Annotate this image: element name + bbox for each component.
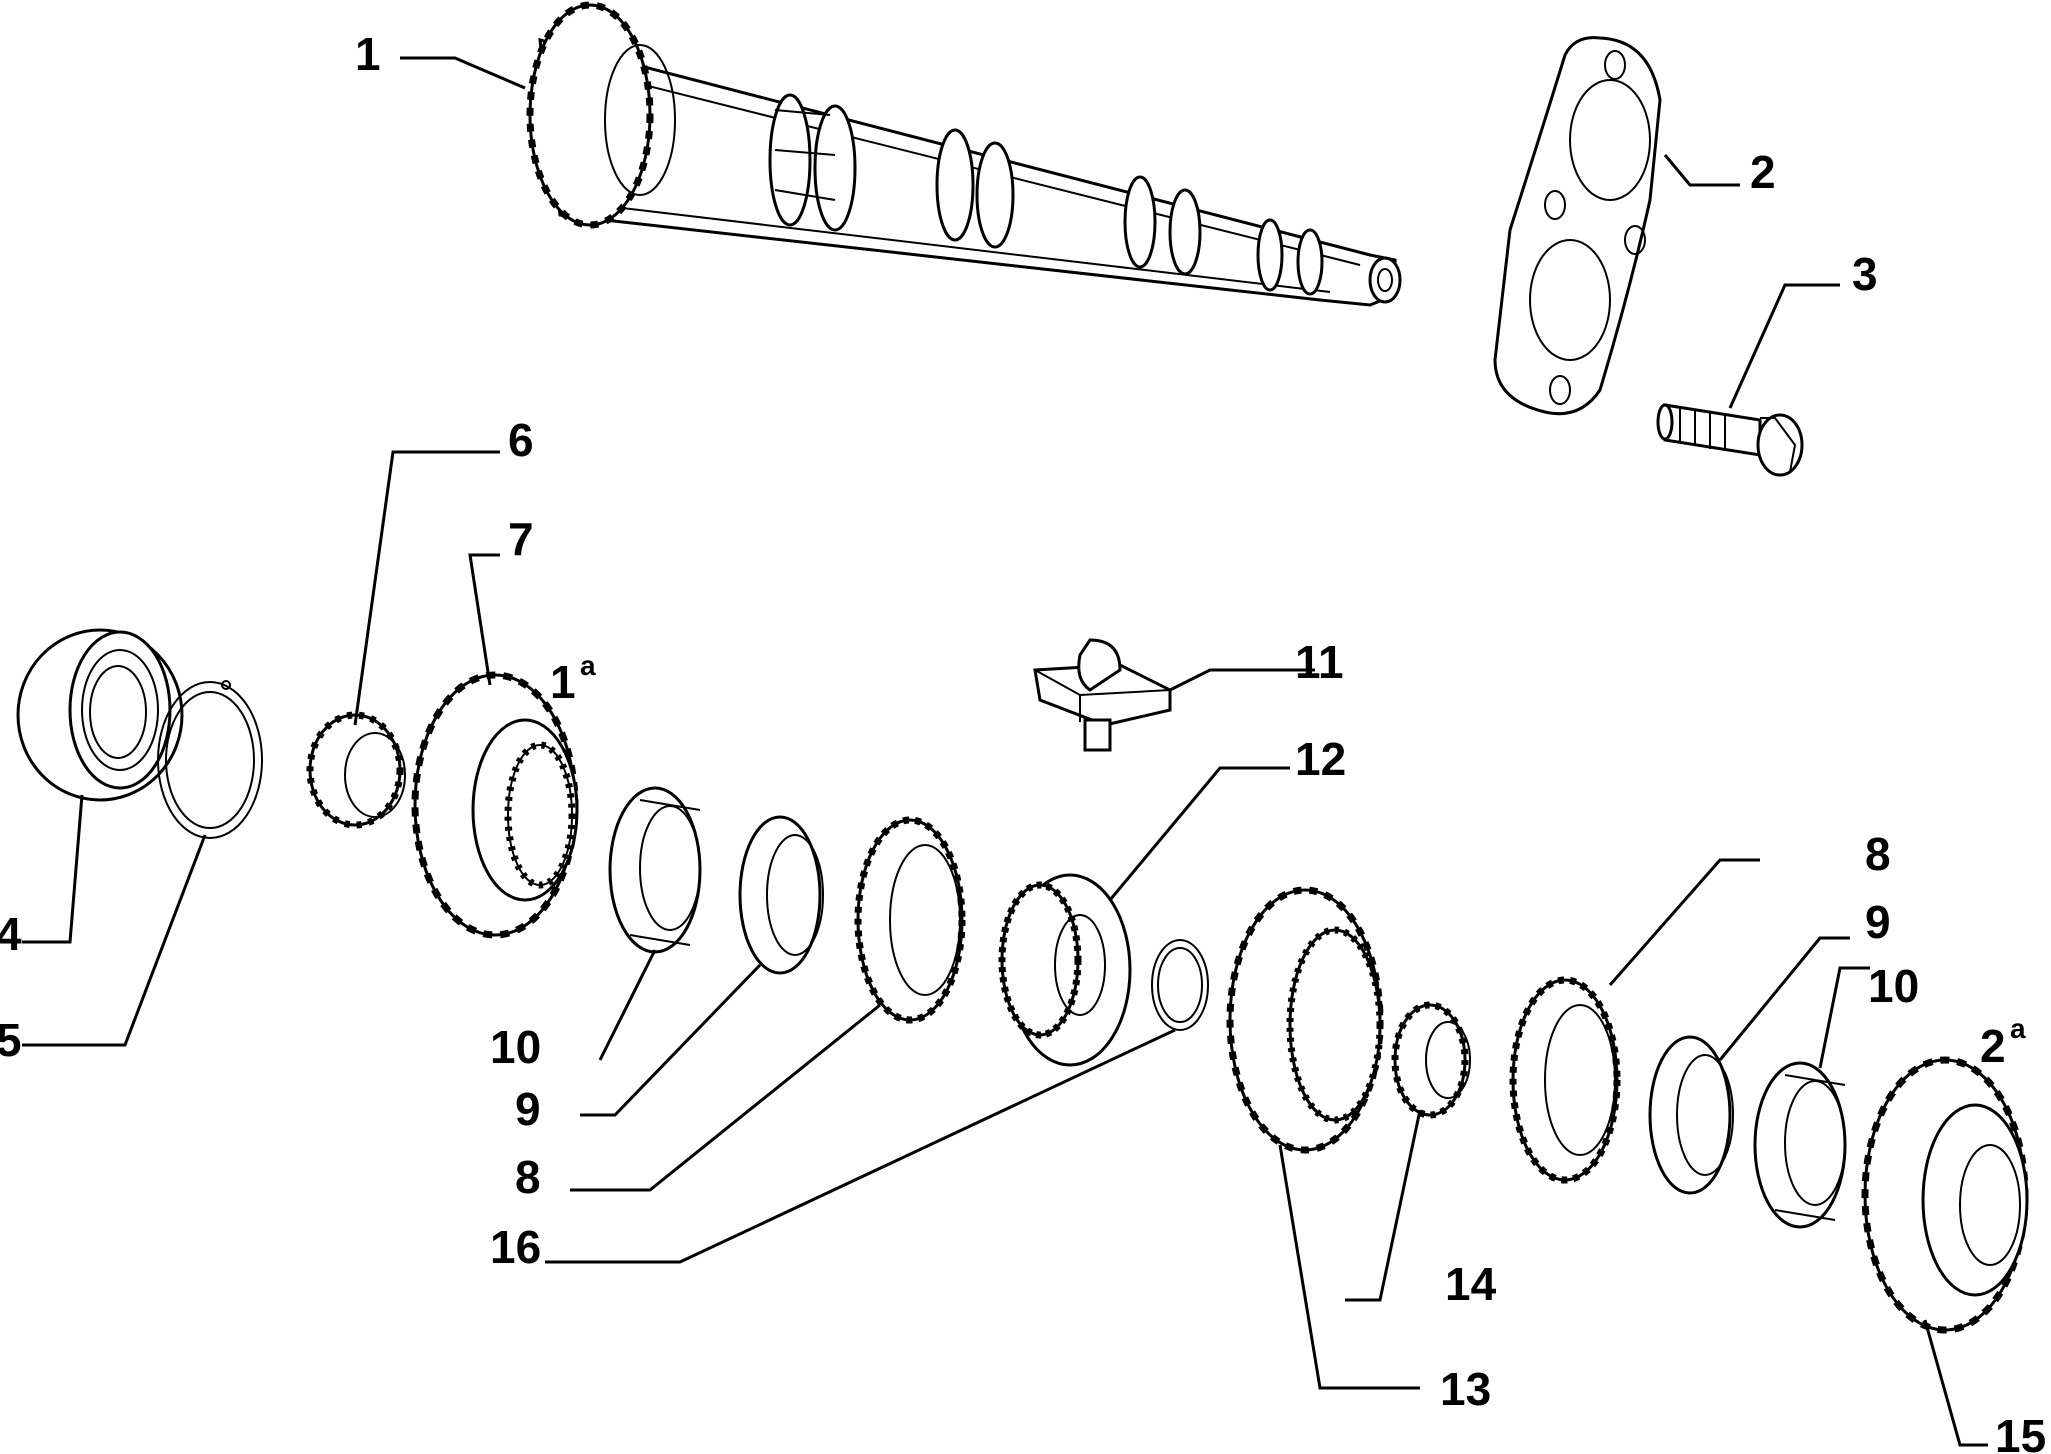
snap-ring bbox=[1151, 939, 1209, 1031]
svg-text:1: 1 bbox=[550, 656, 576, 708]
needle-bearing-1 bbox=[306, 711, 406, 829]
label-part-5: 5 bbox=[0, 1014, 22, 1066]
label-part-16: 16 bbox=[490, 1221, 541, 1273]
shift-insert bbox=[1033, 638, 1172, 752]
label-part-12: 12 bbox=[1295, 733, 1346, 785]
synchro-hub bbox=[998, 873, 1132, 1067]
svg-text:a: a bbox=[2010, 1013, 2026, 1044]
synchro-cone-2 bbox=[1753, 1061, 1847, 1229]
label-part-4: 4 bbox=[0, 908, 22, 960]
second-gear-mark: 2 a bbox=[1980, 1013, 2026, 1072]
cover-plate bbox=[1493, 36, 1662, 416]
svg-text:2: 2 bbox=[1980, 1020, 2006, 1072]
synchro-ring-2 bbox=[1509, 976, 1621, 1184]
first-speed-gear bbox=[411, 671, 579, 939]
svg-text:a: a bbox=[580, 650, 596, 681]
main-shaft bbox=[526, 1, 1402, 307]
synchro-ring-1 bbox=[854, 816, 966, 1024]
sliding-sleeve bbox=[1226, 886, 1384, 1154]
label-part-6: 6 bbox=[508, 414, 534, 466]
label-part-15: 15 bbox=[1995, 1410, 2046, 1454]
label-part-9-right: 9 bbox=[1865, 896, 1891, 948]
synchro-cone-1 bbox=[608, 786, 702, 954]
shaft-spline-3 bbox=[1123, 175, 1202, 276]
shaft-spline-1 bbox=[768, 93, 857, 232]
needle-bearing-2 bbox=[1391, 1001, 1471, 1119]
label-part-13: 13 bbox=[1440, 1363, 1491, 1415]
bolt bbox=[1656, 403, 1804, 477]
ball-bearing bbox=[16, 628, 184, 802]
inner-ring-1 bbox=[738, 815, 824, 975]
label-part-9-left: 9 bbox=[515, 1083, 541, 1135]
label-part-8-left: 8 bbox=[515, 1151, 541, 1203]
first-gear-mark: 1 a bbox=[550, 650, 596, 708]
label-part-10-right: 10 bbox=[1868, 960, 1919, 1012]
shaft-spline-4 bbox=[1256, 218, 1324, 296]
second-speed-gear bbox=[1861, 1056, 2029, 1334]
circlip bbox=[157, 680, 263, 839]
shaft-spline-2 bbox=[935, 128, 1015, 249]
label-part-2: 2 bbox=[1750, 146, 1776, 198]
label-part-3: 3 bbox=[1852, 248, 1878, 300]
leader-lines bbox=[22, 56, 1988, 1447]
label-part-10-left: 10 bbox=[490, 1021, 541, 1073]
label-part-11: 11 bbox=[1295, 636, 1344, 688]
label-part-14: 14 bbox=[1445, 1258, 1497, 1310]
label-part-1: 1 bbox=[355, 28, 381, 80]
drive-gear-teeth bbox=[526, 1, 676, 229]
label-part-8-right: 8 bbox=[1865, 828, 1891, 880]
label-part-7: 7 bbox=[508, 513, 534, 565]
inner-ring-2 bbox=[1648, 1035, 1734, 1195]
